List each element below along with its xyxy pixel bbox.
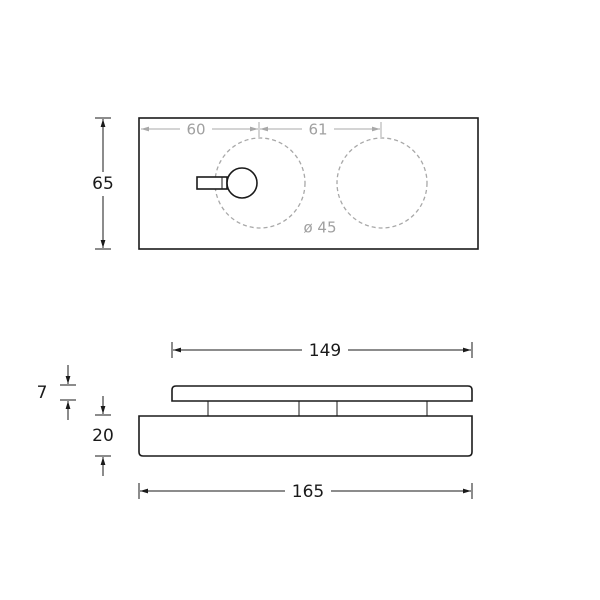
top-thickness-dim: 7 — [37, 383, 48, 403]
top-width-dim: 149 — [309, 341, 341, 361]
hidden-circle-right — [336, 137, 428, 229]
base-thickness-dim: 20 — [92, 426, 114, 446]
knob — [226, 167, 258, 199]
spacing-dim-2: 61 — [308, 121, 327, 139]
side-view: 149 7 20 165 — [37, 338, 473, 503]
top-view: 60 61 ø 45 65 — [88, 117, 479, 250]
top-view-outline — [138, 117, 479, 250]
base-width-dim: 165 — [292, 482, 324, 502]
diameter-dim: ø 45 — [303, 219, 336, 237]
base-plate — [138, 415, 473, 457]
spacing-dim-1: 60 — [186, 121, 205, 139]
top-plate — [171, 385, 473, 402]
height-dim: 65 — [92, 174, 114, 194]
